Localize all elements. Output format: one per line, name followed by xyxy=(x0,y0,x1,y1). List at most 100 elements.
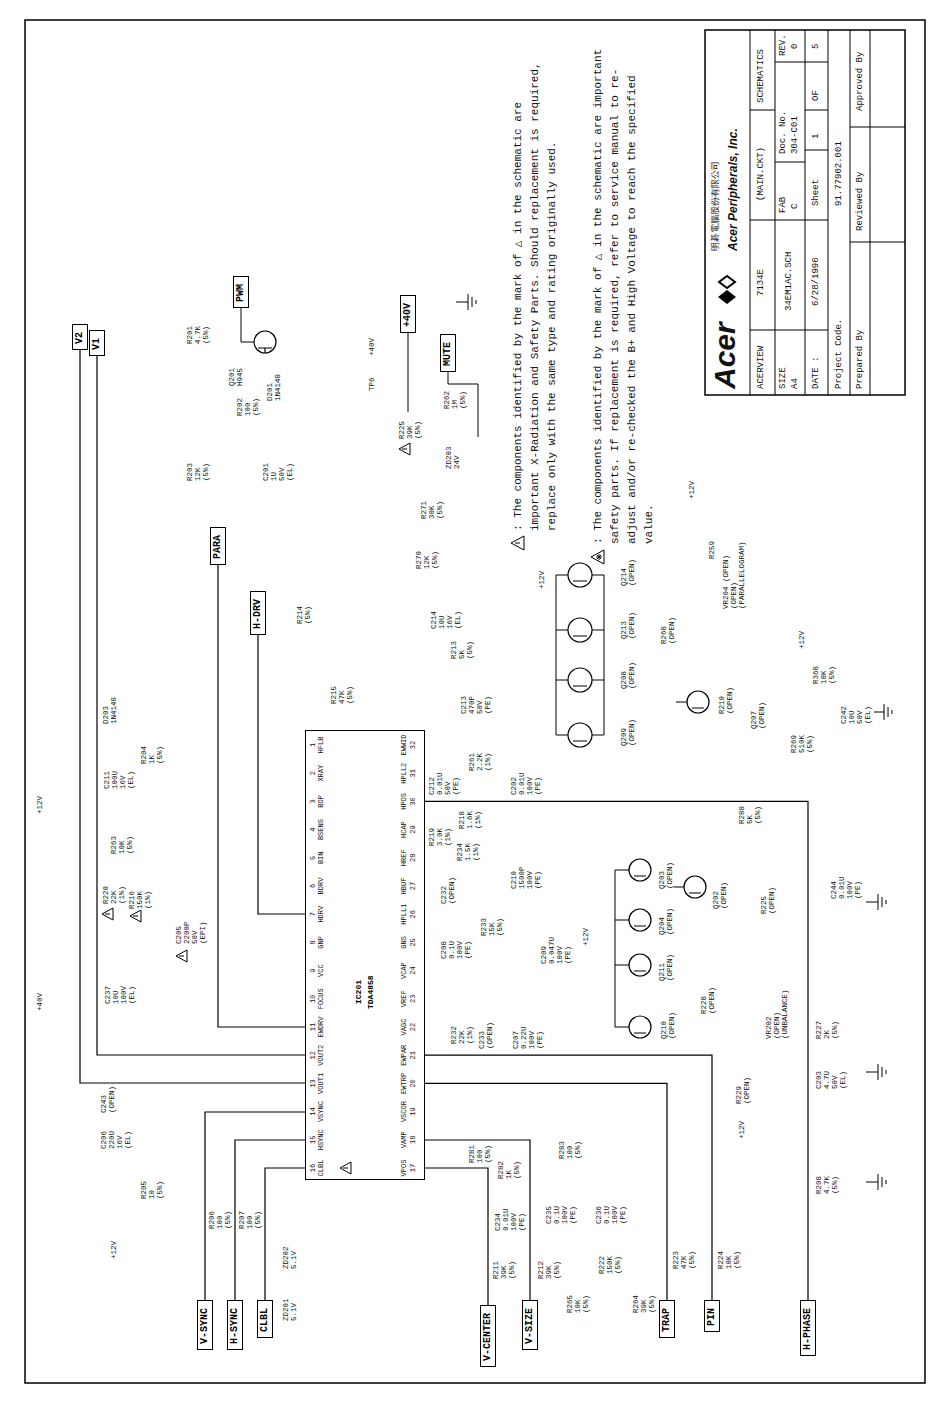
pin-number: 32 xyxy=(409,741,417,749)
flag-text: H-DRV xyxy=(252,599,263,629)
component-label: C244 0.01U 100V (PE) xyxy=(830,876,862,901)
component-label: TP6 xyxy=(368,376,376,392)
pin-name: VOUT2 xyxy=(317,1045,325,1066)
pin-number: 16 xyxy=(309,1164,317,1172)
component-label: Q211 (OPEN) xyxy=(658,953,674,982)
pin-number: 18 xyxy=(409,1136,417,1144)
pin-number: 15 xyxy=(309,1136,317,1144)
component-label: C243 (OPEN) xyxy=(100,1085,116,1114)
pin-name: BDRV xyxy=(317,878,325,895)
title-block-text: 1 xyxy=(811,133,822,140)
pin-name: EWTRP xyxy=(400,1073,408,1094)
pin-name: HCAP xyxy=(400,821,408,838)
component-label: Q208 (OPEN) xyxy=(620,661,636,690)
flag-text: PWM xyxy=(235,284,246,302)
pin-name: VOUT1 xyxy=(317,1073,325,1094)
flag-text: V1 xyxy=(91,338,102,350)
component-label: ZD201 5.1V xyxy=(282,1297,298,1322)
component-label: +12V xyxy=(738,1120,746,1140)
component-label: Q213 (OPEN) xyxy=(620,611,636,640)
component-label: ZD203 24V xyxy=(445,445,461,470)
flag-text: H-PHASE xyxy=(802,1308,813,1350)
component-label: C242 10U 50V (EL) xyxy=(840,705,872,725)
component-label: R269 510K (5%) xyxy=(790,734,814,754)
component-label: C232 (OPEN) xyxy=(440,876,456,905)
component-label: R207 100 (5%) xyxy=(238,1210,262,1230)
component-label: C207 0.22U 100V (PE) xyxy=(512,1026,544,1051)
flag-text: TRAP xyxy=(661,1308,672,1332)
pin-name: VAMP xyxy=(400,1131,408,1148)
pin-number: 31 xyxy=(409,769,417,777)
wire-connector xyxy=(425,801,808,1300)
signal-flag: V2 xyxy=(72,324,88,350)
component-label: VR204 (OPEN) (OPEN) (PARALLELOGRAM) xyxy=(722,540,746,610)
signal-flag: V-CENTER xyxy=(480,1305,496,1367)
pin-name: GNP xyxy=(317,936,325,949)
pin-number: 10 xyxy=(309,995,317,1003)
signal-flag: V-SYNC xyxy=(197,1300,213,1350)
company-logo-mark xyxy=(718,276,736,304)
signal-flag: PWM xyxy=(233,276,249,308)
pin-number: 26 xyxy=(409,910,417,918)
title-block-text: 7134E xyxy=(756,268,767,297)
component-label: R229 (OPEN) xyxy=(735,1076,751,1105)
pin-name: HDRV xyxy=(317,906,325,923)
pin-number: 6 xyxy=(309,884,317,888)
flag-text: PIN xyxy=(706,1308,717,1326)
component-label: +12V xyxy=(798,630,806,650)
pin-name: VCC xyxy=(317,964,325,977)
pin-number: 17 xyxy=(409,1164,417,1172)
title-block-text: Prepared By xyxy=(855,329,866,390)
component-label: R281 100 (5%) xyxy=(468,1144,492,1164)
pin-name: VAGC xyxy=(400,1019,408,1036)
component-label: C212 0.01U 50V (PE) xyxy=(428,772,460,797)
component-label: R262 1M (5%) xyxy=(443,390,467,410)
component-label: C237 10U 100V (EL) xyxy=(104,985,136,1005)
title-block-text: Reviewed By xyxy=(855,171,866,232)
component-label: R220 22K (1%) xyxy=(102,885,126,905)
signal-flag: +40V xyxy=(400,295,416,333)
pin-number: 13 xyxy=(309,1079,317,1087)
title-block-grid xyxy=(705,30,905,395)
component-label: R259 xyxy=(708,540,716,560)
component-label: Q201 H945 xyxy=(228,367,244,387)
component-label: Q207 (OPEN) xyxy=(750,701,766,730)
component-label: R268 (OPEN) xyxy=(660,616,676,645)
component-label: R368 10K (5%) xyxy=(812,665,836,685)
pin-name: BSENS xyxy=(317,819,325,840)
pin-name: BIN xyxy=(317,852,325,865)
title-block-text: Sheet xyxy=(811,178,822,207)
signal-flag: H-SYNC xyxy=(227,1300,243,1350)
component-label: R233 15K (5%) xyxy=(480,917,504,937)
pin-name: HPOS xyxy=(400,793,408,810)
title-block-text: ACERVIEW xyxy=(756,345,767,390)
pin-number: 5 xyxy=(309,856,317,860)
pin-number: 28 xyxy=(409,854,417,862)
component-label: ZD202 5.1V xyxy=(282,1245,298,1270)
flag-text: CLBL xyxy=(259,1308,270,1332)
wire-connector xyxy=(425,1083,667,1300)
flag-text: V2 xyxy=(74,332,85,344)
pin-number: 7 xyxy=(309,912,317,916)
title-block-text: (MAIN.CKT) xyxy=(756,146,767,202)
pin-number: 20 xyxy=(409,1079,417,1087)
component-label: +40V xyxy=(36,992,44,1012)
signal-flag: PIN xyxy=(704,1300,720,1332)
signal-flag: MUTE xyxy=(440,334,456,372)
component-label: +12V xyxy=(110,1240,118,1260)
signal-flag: CLBL xyxy=(257,1300,273,1338)
component-label: Q210 (OPEN) xyxy=(660,1011,676,1040)
component-label: R232 22K (1%) xyxy=(450,1025,474,1045)
component-label: R215 47K (5%) xyxy=(330,685,354,705)
title-block-text: REV. xyxy=(778,33,789,57)
component-label: R263 10K (5%) xyxy=(110,835,134,855)
component-label: R223 47K (5%) xyxy=(672,1250,696,1270)
component-label: C233 (OPEN) xyxy=(478,1021,494,1050)
signal-flag: H-PHASE xyxy=(800,1300,816,1356)
pin-number: 14 xyxy=(309,1107,317,1115)
component-label: C205 2200P 50V (EPI) xyxy=(175,921,207,946)
pin-number: 3 xyxy=(309,799,317,803)
pin-name: HSYNC xyxy=(317,1129,325,1150)
component-label: VR202 (OPEN) (UNBALANCE) xyxy=(765,988,789,1040)
title-block-text: Approved By xyxy=(855,51,866,112)
